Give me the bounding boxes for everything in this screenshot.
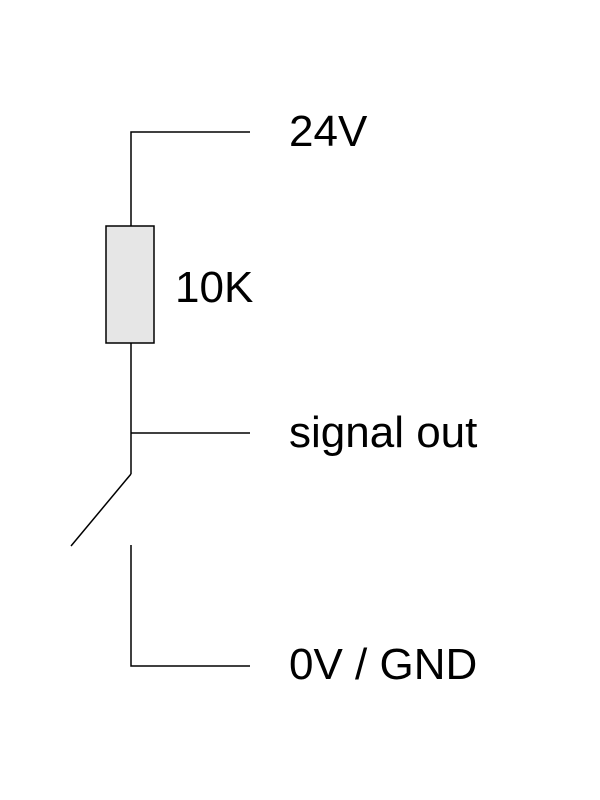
supply-voltage-label: 24V — [289, 107, 368, 156]
supply-wire — [130, 131, 250, 226]
signal-out-label: signal out — [289, 408, 478, 457]
resistor-value-label: 10K — [175, 263, 254, 312]
ground-label: 0V / GND — [289, 640, 478, 689]
ground-wire — [130, 545, 250, 667]
resistor-symbol — [105, 225, 155, 344]
switch-lever — [70, 473, 132, 547]
